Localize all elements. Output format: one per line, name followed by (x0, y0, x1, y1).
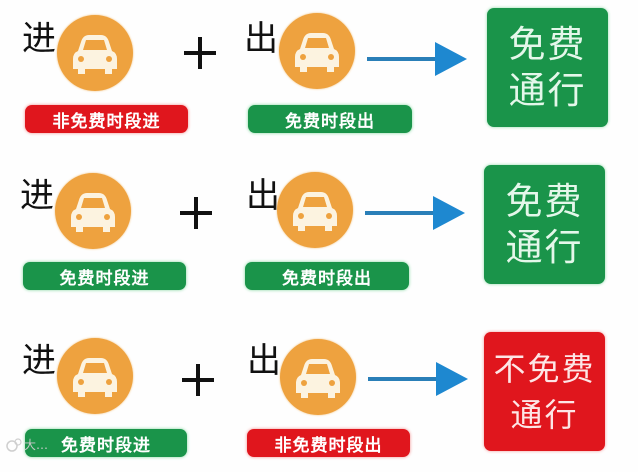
right-arrow-icon (365, 196, 465, 230)
plus-icon (182, 364, 214, 396)
plus-icon (180, 197, 212, 229)
car-icon (55, 173, 131, 249)
entry-time-label: 免费时段进 (23, 262, 186, 290)
entry-char: 进 (20, 176, 54, 216)
car-icon (280, 339, 356, 415)
result-badge: 免费 通行 (487, 8, 608, 127)
car-icon (57, 338, 133, 414)
exit-char: 出 (244, 19, 278, 59)
plus-icon (184, 37, 216, 69)
rule-row-2: 进 免费时段进 出 免费时段出 免费 通行 (0, 157, 638, 307)
watermark: 大… (6, 436, 48, 453)
result-line-1: 免费 (505, 179, 584, 223)
entry-time-label: 免费时段进 (25, 429, 187, 457)
result-line-2: 通行 (508, 68, 587, 112)
exit-time-label: 免费时段出 (248, 105, 412, 133)
right-arrow-icon (368, 362, 468, 396)
car-icon (57, 15, 133, 91)
entry-char: 进 (22, 19, 56, 59)
result-line-1: 免费 (508, 22, 587, 66)
result-badge: 免费 通行 (484, 165, 605, 284)
exit-char: 出 (247, 341, 281, 381)
result-badge: 不免费 通行 (484, 332, 605, 451)
exit-time-label: 非免费时段出 (247, 429, 410, 457)
exit-char: 出 (246, 176, 280, 216)
entry-time-label: 非免费时段进 (25, 105, 188, 133)
rule-row-3: 进 免费时段进 出 非免费时段出 不免费 通行 (0, 322, 638, 472)
entry-char: 进 (22, 341, 56, 381)
car-icon (277, 172, 353, 248)
rule-row-1: 进 非免费时段进 出 免费时段出 免费 通行 (0, 0, 638, 150)
result-line-2: 通行 (510, 395, 579, 434)
exit-time-label: 免费时段出 (245, 262, 409, 290)
right-arrow-icon (367, 42, 467, 76)
car-icon (279, 13, 355, 89)
result-line-1: 不免费 (493, 349, 596, 388)
watermark-logo-icon (6, 437, 22, 452)
watermark-text: 大… (24, 438, 49, 452)
result-line-2: 通行 (505, 225, 584, 269)
